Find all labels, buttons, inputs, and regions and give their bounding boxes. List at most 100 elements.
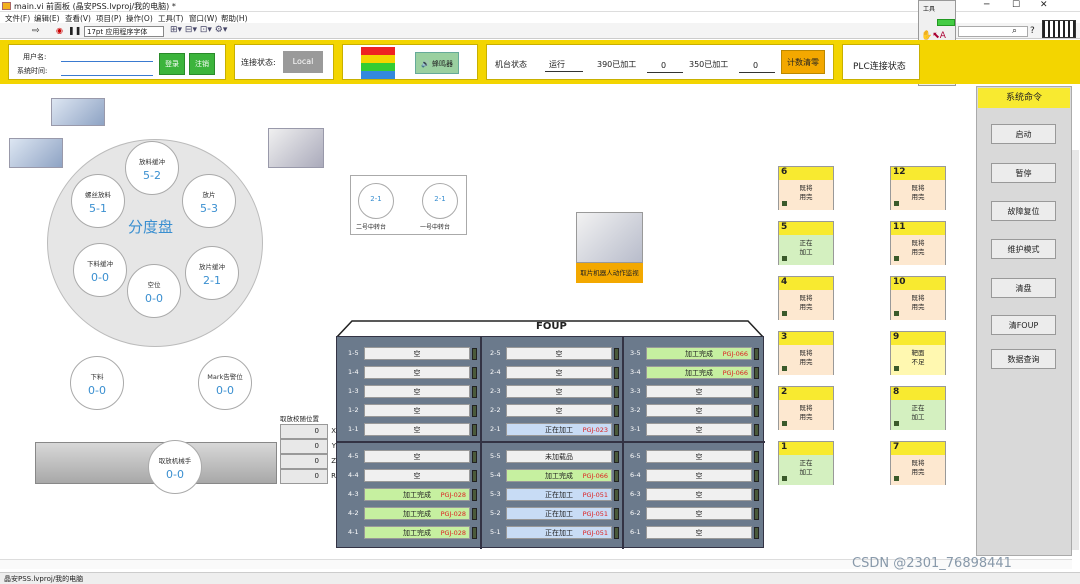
menu-tools[interactable]: 工具(T) (158, 14, 184, 23)
foup-slot[interactable]: 空 (364, 385, 470, 398)
menu-project[interactable]: 项目(P) (96, 14, 122, 23)
pause-icon[interactable]: ❚❚ (68, 26, 82, 35)
machine-state-select[interactable]: 运行 (549, 60, 565, 69)
font-select[interactable]: 17pt 应用程序字体 (84, 26, 164, 37)
clear-foup-button[interactable]: 清FOUP (991, 315, 1056, 335)
maintenance-mode-button[interactable]: 维护模式 (991, 239, 1056, 259)
foup-slot[interactable]: 空 (506, 347, 612, 360)
foup-slot[interactable]: 空 (646, 404, 752, 417)
menu-window[interactable]: 窗口(W) (189, 14, 218, 23)
foup-slot[interactable]: 空 (364, 450, 470, 463)
placer-robot[interactable]: 取放机械手 0-0 (148, 440, 202, 494)
minimize-icon[interactable]: ─ (984, 0, 990, 10)
foup-slot-number: 5-5 (490, 452, 501, 460)
foup-slot[interactable]: 空 (646, 385, 752, 398)
station-screw-load[interactable]: 螺丝放料 5-1 (71, 174, 125, 228)
menu-help[interactable]: 帮助(H) (221, 14, 248, 23)
close-icon[interactable]: ✕ (1040, 0, 1048, 10)
station-unload-buffer[interactable]: 下料缓冲 0-0 (73, 243, 127, 297)
abort-icon[interactable]: ◉ (56, 26, 63, 35)
foup-slot[interactable]: 空 (646, 488, 752, 501)
foup-slot[interactable]: 空 (364, 469, 470, 482)
station-unload[interactable]: 下料 0-0 (70, 356, 124, 410)
station-empty[interactable]: 空位 0-0 (127, 264, 181, 318)
foup-slot-status: 加工完成 (685, 369, 713, 377)
pause-button[interactable]: 暂停 (991, 163, 1056, 183)
run-arrow-icon[interactable]: ⇨ (32, 26, 40, 36)
foup-slot-number: 2-3 (490, 387, 501, 395)
foup-slot[interactable]: 空 (506, 385, 612, 398)
turntable-1[interactable]: 2-1 (422, 183, 458, 219)
chamber-status: 既将用完 (891, 235, 945, 265)
station-feed-buffer[interactable]: 放料缓冲 5-2 (125, 141, 179, 195)
chamber-indicator-icon (894, 366, 899, 371)
station-place-buffer[interactable]: 放片缓冲 2-1 (185, 246, 239, 300)
menu-edit[interactable]: 编辑(E) (34, 14, 60, 23)
foup-slot[interactable]: 空 (646, 469, 752, 482)
foup-slot-led-icon (614, 348, 619, 360)
foup-slot[interactable]: 空 (364, 423, 470, 436)
foup-slot[interactable]: 空 (364, 366, 470, 379)
count-350-value: 0 (753, 61, 759, 70)
foup-slot-number: 6-4 (630, 471, 641, 479)
search-input[interactable] (958, 26, 1028, 37)
horizontal-scrollbar[interactable] (0, 559, 1072, 569)
menu-operate[interactable]: 操作(O) (126, 14, 153, 23)
turntable-2[interactable]: 2-1 (358, 183, 394, 219)
foup-slot[interactable]: 空 (646, 526, 752, 539)
foup-slot-recipe: PGJ-028 (440, 529, 466, 537)
foup-slot[interactable]: 空 (646, 423, 752, 436)
foup-slot[interactable]: 空 (506, 366, 612, 379)
start-button[interactable]: 启动 (991, 124, 1056, 144)
search-icon[interactable]: ⌕ (1012, 26, 1018, 36)
menu-file[interactable]: 文件(F) (5, 14, 31, 23)
foup-slot-number: 3-5 (630, 349, 641, 357)
station-mark-alarm[interactable]: Mark告警位 0-0 (198, 356, 252, 410)
help-icon[interactable]: ? (1030, 26, 1035, 36)
auto-tool-icon[interactable] (937, 19, 955, 26)
logout-button[interactable]: 注销 (189, 53, 215, 75)
vertical-scrollbar[interactable] (1072, 150, 1079, 550)
foup-slot[interactable]: 空 (364, 347, 470, 360)
pick-robot-image (576, 212, 643, 263)
clear-disc-button[interactable]: 清盘 (991, 278, 1056, 298)
menu-view[interactable]: 查看(V) (65, 14, 91, 23)
data-query-button[interactable]: 数据查询 (991, 349, 1056, 369)
fault-reset-button[interactable]: 故障复位 (991, 201, 1056, 221)
user-field[interactable] (61, 61, 153, 62)
foup-slot[interactable]: 空 (646, 450, 752, 463)
maximize-icon[interactable]: ☐ (1012, 0, 1021, 10)
foup-slot[interactable]: 空 (506, 404, 612, 417)
align-icon[interactable]: ⊞▾ ⊟▾ ⊡▾ ⚙▾ (170, 25, 228, 35)
foup-slot[interactable]: 空 (364, 404, 470, 417)
station-place[interactable]: 放片 5-3 (182, 174, 236, 228)
buzzer-button[interactable]: 🔊 蜂鸣器 (415, 52, 459, 74)
foup-slot[interactable]: 未加载品 (506, 450, 612, 463)
foup-slot-number: 3-1 (630, 425, 641, 433)
clear-count-button[interactable]: 计数清零 (781, 50, 825, 74)
foup-slot[interactable]: 空 (646, 507, 752, 520)
login-button[interactable]: 登录 (159, 53, 185, 75)
